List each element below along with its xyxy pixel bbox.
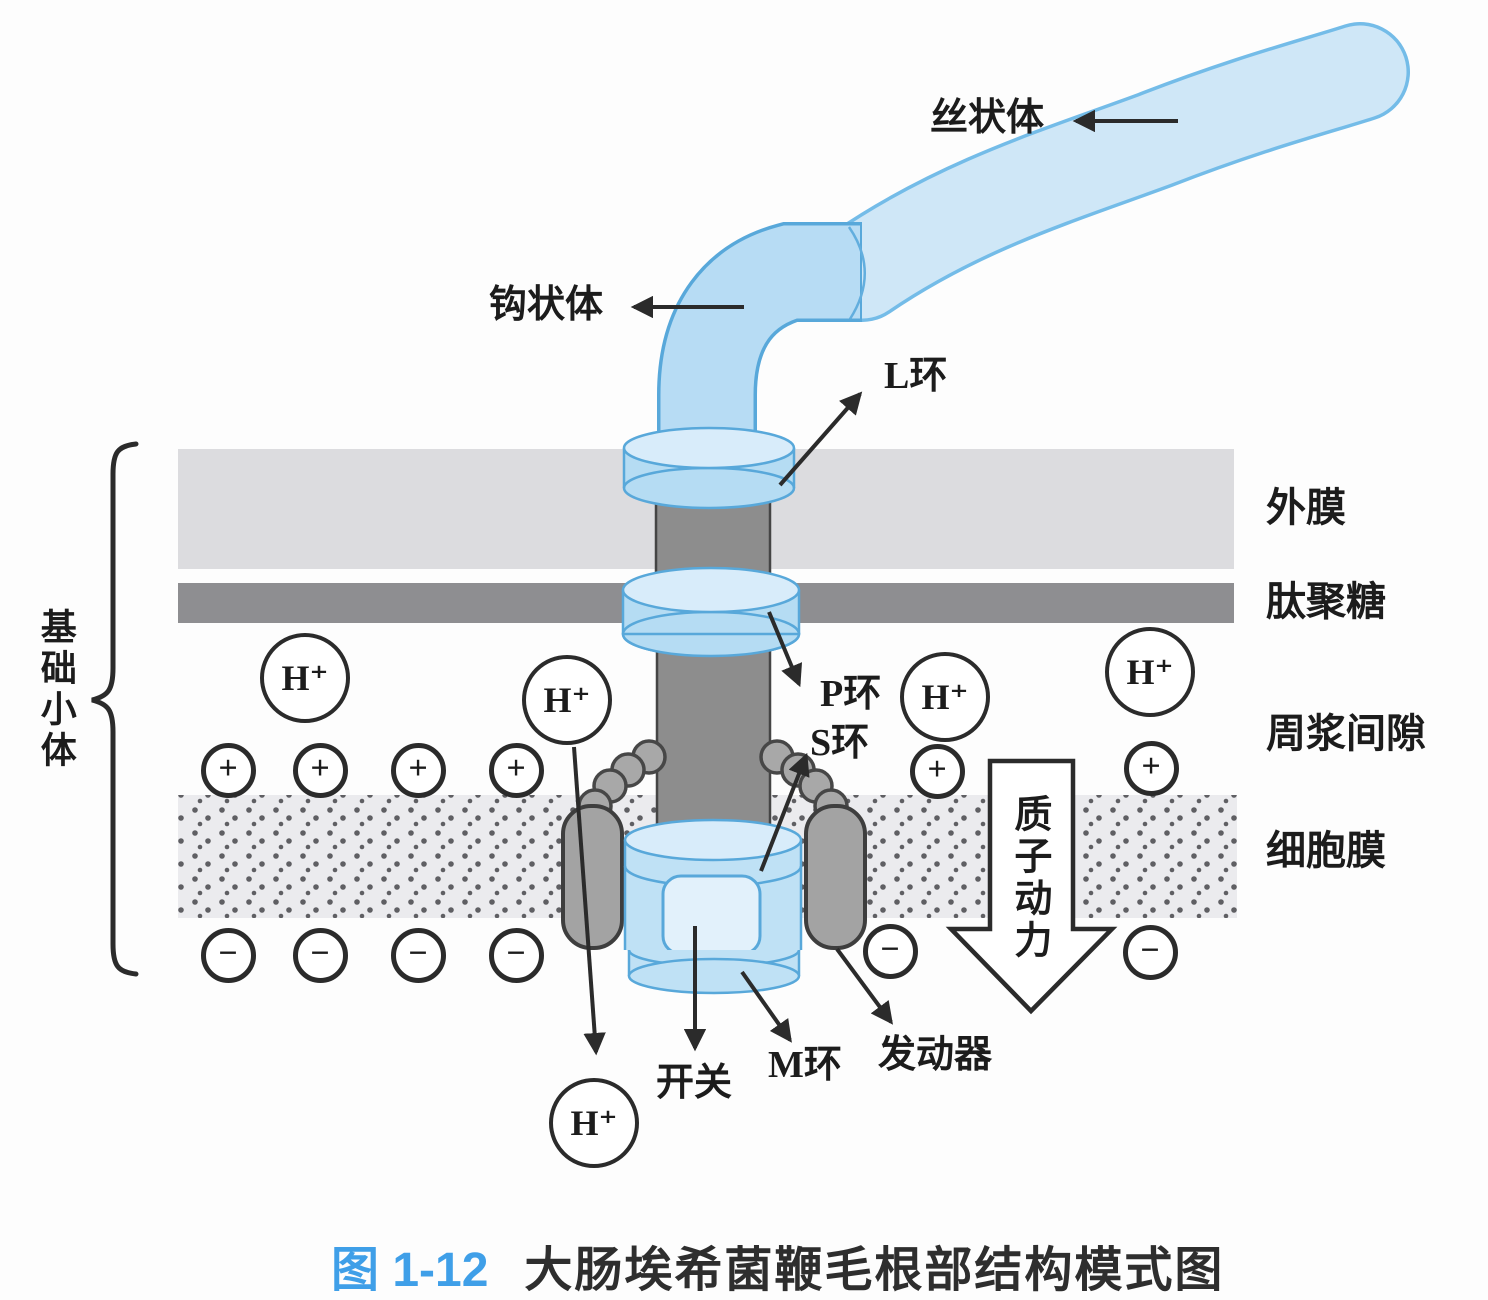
switch-label: 开关 bbox=[656, 1062, 733, 1104]
figure-caption: 图 1-12 大肠埃希菌鞭毛根部结构模式图 bbox=[331, 1230, 1224, 1300]
hook bbox=[657, 222, 866, 472]
m-ring-label: M环 bbox=[768, 1044, 842, 1086]
negative-charge: − bbox=[862, 923, 918, 979]
proton-ion: H⁺ bbox=[260, 633, 350, 723]
negative-charge: − bbox=[488, 927, 544, 983]
p-ring-arrow bbox=[767, 611, 803, 688]
p-ring-label: P环 bbox=[820, 673, 882, 715]
proton-ion: H⁺ bbox=[1105, 627, 1195, 717]
positive-charge: + bbox=[292, 742, 348, 798]
caption-number: 图 1-12 bbox=[331, 1244, 489, 1297]
proton-motive-force-label: 质子动力 bbox=[1007, 794, 1050, 962]
stator-right bbox=[804, 804, 867, 950]
s-ring-label: S环 bbox=[810, 722, 870, 764]
hook-label: 钩状体 bbox=[489, 284, 604, 326]
l-ring bbox=[622, 426, 796, 510]
peptidoglycan-label: 肽聚糖 bbox=[1266, 579, 1386, 624]
filament-label: 丝状体 bbox=[930, 97, 1045, 139]
periplasmic-space-label: 周浆间隙 bbox=[1266, 711, 1426, 756]
s-ring-arrow bbox=[759, 752, 810, 872]
proton-channel-arrow bbox=[572, 746, 606, 1056]
basal-body-label: 基础小体 bbox=[35, 608, 76, 772]
basal-body-brace bbox=[91, 441, 139, 977]
motor-label: 发动器 bbox=[878, 1034, 993, 1076]
negative-charge: − bbox=[1122, 924, 1178, 980]
s-ring-top bbox=[623, 818, 803, 862]
negative-charge: − bbox=[390, 927, 446, 983]
negative-charge: − bbox=[292, 927, 348, 983]
l-ring-arrow bbox=[778, 391, 863, 487]
positive-charge: + bbox=[200, 742, 256, 798]
filament bbox=[812, 22, 1410, 322]
hook-filament-seam bbox=[847, 226, 866, 320]
positive-charge: + bbox=[390, 742, 446, 798]
proton-ion: H⁺ bbox=[522, 655, 612, 745]
p-ring-front-rim bbox=[621, 632, 801, 658]
positive-charge: + bbox=[1123, 740, 1179, 796]
sm-ring-assembly bbox=[623, 818, 803, 995]
cell-membrane-label: 细胞膜 bbox=[1266, 828, 1386, 873]
proton-ion: H⁺ bbox=[549, 1078, 639, 1168]
switch-knob bbox=[661, 874, 762, 956]
stator-left bbox=[561, 804, 624, 950]
negative-charge: − bbox=[200, 927, 256, 983]
outer-membrane-label: 外膜 bbox=[1266, 485, 1346, 530]
proton-ion: H⁺ bbox=[900, 652, 990, 742]
m-ring-arrow bbox=[740, 970, 792, 1043]
m-ring-bottom bbox=[627, 957, 801, 995]
proton-motive-force-arrow bbox=[945, 758, 1118, 1015]
positive-charge: + bbox=[488, 742, 544, 798]
motor-arrow bbox=[835, 947, 893, 1025]
positive-charge: + bbox=[909, 743, 965, 799]
caption-title: 大肠埃希菌鞭毛根部结构模式图 bbox=[524, 1244, 1225, 1297]
l-ring-label: L环 bbox=[884, 355, 948, 397]
